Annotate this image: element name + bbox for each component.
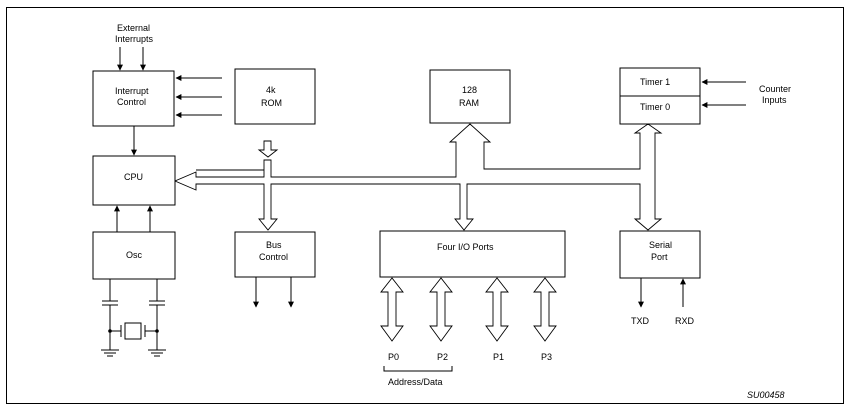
rom-label: ROM [261,98,282,108]
timer0-label: Timer 0 [640,102,670,112]
serial-port-label: Port [651,252,668,262]
external-interrupts-label: External [117,23,150,33]
p2-label: P2 [437,352,448,362]
bus-control-label: Bus [266,240,282,250]
ram-label: 128 [462,85,477,95]
timer1-label: Timer 1 [640,77,670,87]
serial-port-label: Serial [649,240,672,250]
port-arrows [380,277,557,342]
signal-lines [114,47,746,372]
interrupt-control-label: Control [117,97,146,107]
counter-inputs-label: Counter [759,84,791,94]
ram-label: RAM [459,98,479,108]
interrupt-control-block [92,70,175,127]
p1-label: P1 [493,352,504,362]
io-ports-block [379,230,566,278]
serial-port-block [619,230,701,279]
port-p1-arrow [485,277,509,342]
bus-control-block [234,231,316,278]
cpu-label: CPU [124,172,143,182]
port-p2-arrow [429,277,453,342]
ram-block [429,69,511,124]
diagram-frame [6,7,844,404]
counter-inputs-label: Inputs [762,95,787,105]
p0-label: P0 [388,352,399,362]
port-p3-arrow [533,277,557,342]
osc-block [92,231,176,280]
interrupt-control-label: Interrupt [115,86,149,96]
external-interrupts-label: Interrupts [115,34,154,44]
p3-label: P3 [541,352,552,362]
io-ports-label: Four I/O Ports [437,242,494,252]
rxd-label: RXD [675,316,695,326]
rom-label: 4k [266,85,276,95]
osc-label: Osc [126,250,143,260]
main-data-bus [173,123,663,231]
cpu-block [92,155,176,206]
port-p0-arrow [380,277,404,342]
txd-label: TXD [631,316,650,326]
figure-code: SU00458 [747,390,785,400]
rom-block [234,68,316,125]
address-data-label: Address/Data [388,377,443,387]
crystal-circuit [101,279,166,357]
internal-bus [257,140,279,158]
crystal-dots [108,329,159,333]
bus-control-label: Control [259,252,288,262]
